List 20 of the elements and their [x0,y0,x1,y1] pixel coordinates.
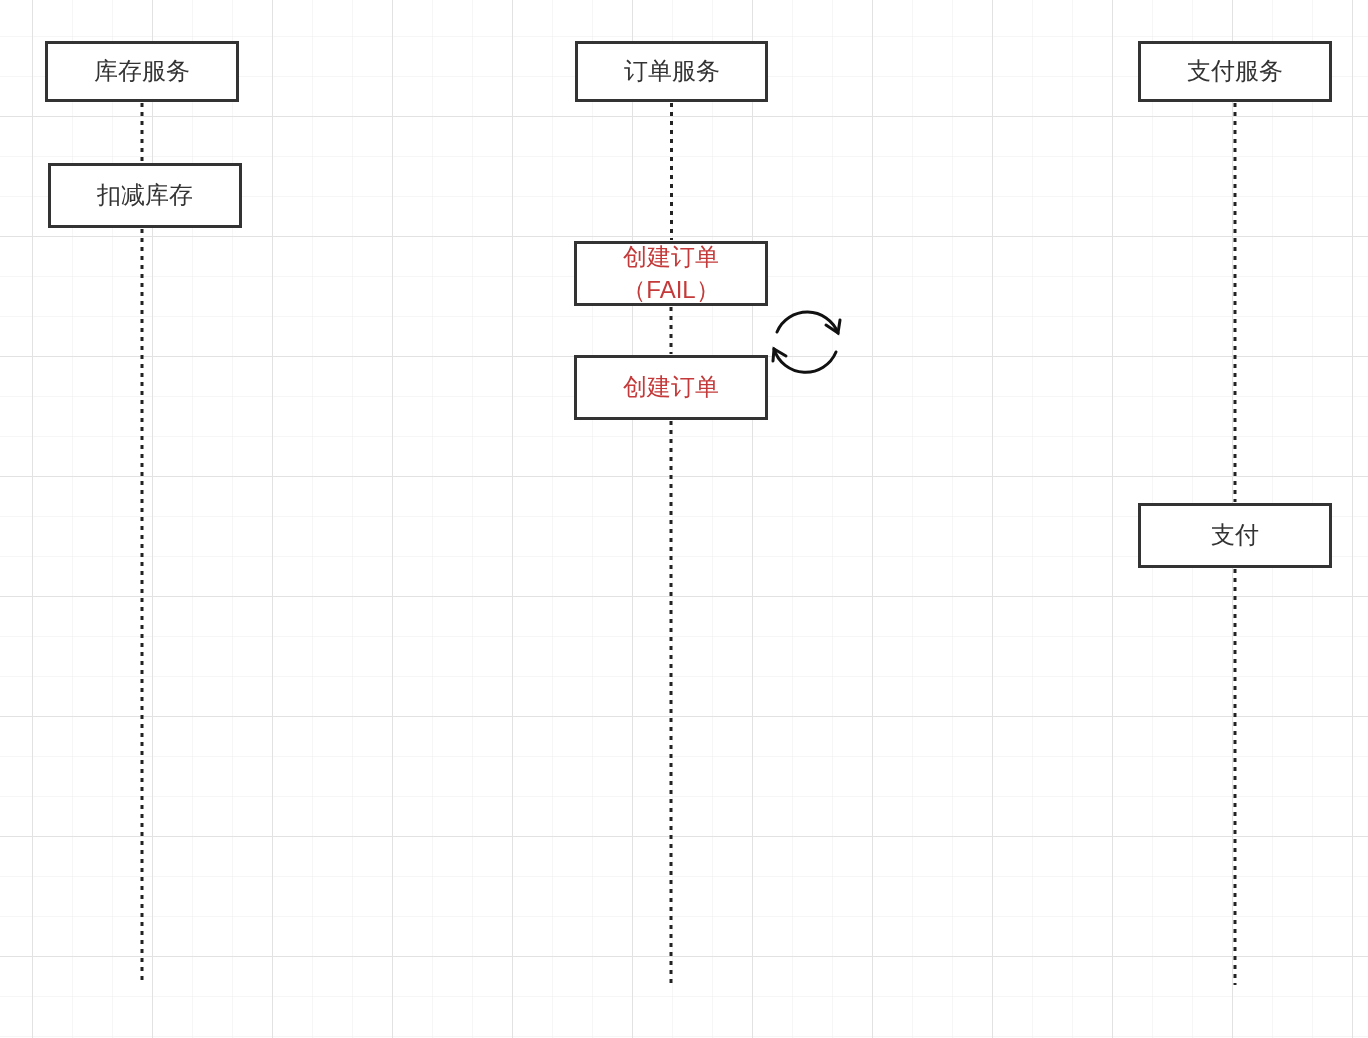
process-box [574,355,768,420]
box-label: 创建订单 [623,372,719,403]
process-box [1138,41,1332,102]
process-box [45,41,239,102]
lifeline [669,421,673,985]
box-label: 库存服务 [94,56,190,87]
lifeline [669,307,673,354]
box-label: 订单服务 [623,56,720,87]
lifeline [670,103,673,240]
process-box [48,163,242,228]
lifeline [1233,569,1237,985]
box-label: 支付 [1211,520,1259,551]
box-label: 扣减库存 [97,180,193,211]
box-label: 创建订单（FAIL） [621,242,721,305]
process-box [574,241,768,306]
lifeline [1233,103,1237,502]
lifeline [140,103,144,162]
process-box [1138,503,1332,568]
box-label: 支付服务 [1187,56,1283,87]
process-box [575,41,768,102]
